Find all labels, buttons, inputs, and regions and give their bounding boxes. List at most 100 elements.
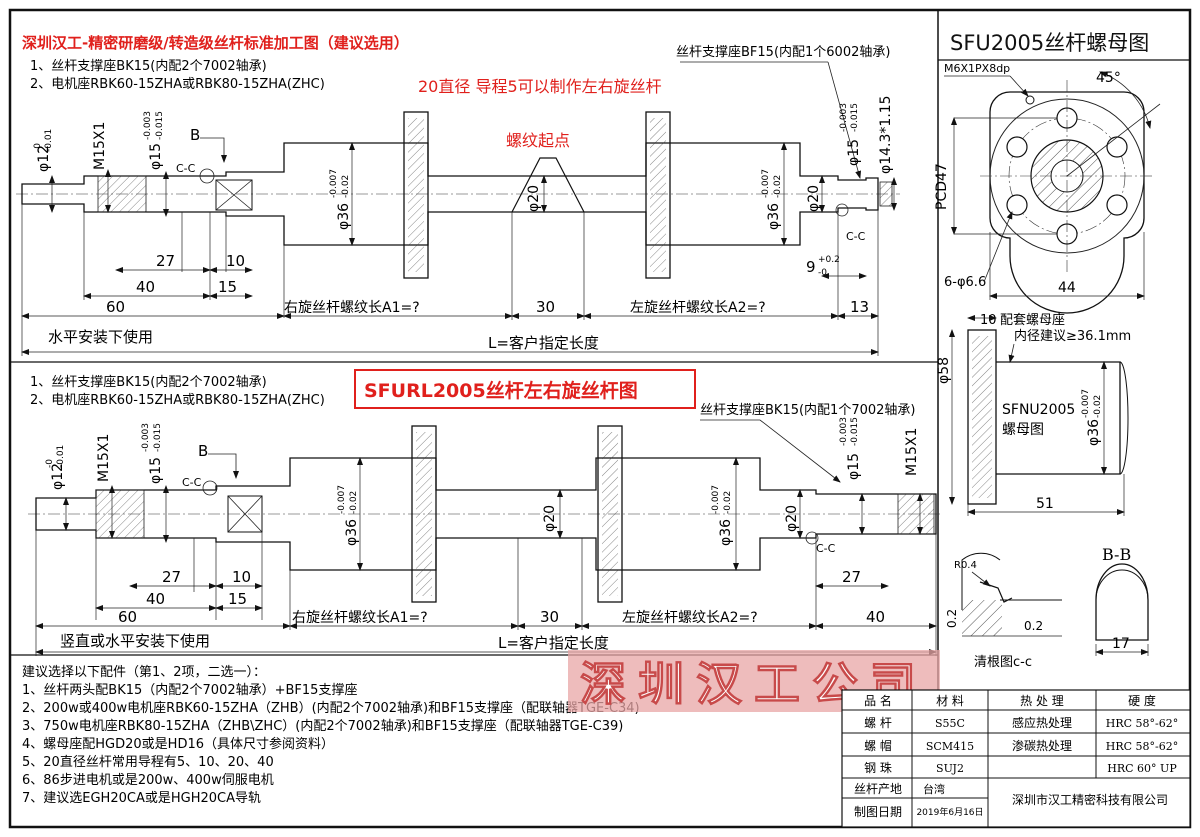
top-l10: 10 — [226, 252, 245, 270]
svg-text:-0.007: -0.007 — [1081, 389, 1091, 418]
detail-cc: R0.4 0.2 0.2 清根图c-c — [945, 552, 1062, 670]
top-l30: 30 — [536, 298, 555, 316]
recommend-item-4: 4、螺母座配HGD20或是HD16（具体尺寸参阅资料） — [22, 736, 334, 752]
svg-text:-0.015: -0.015 — [155, 111, 165, 140]
detail-cc-radius: R0.4 — [954, 560, 977, 571]
top-m15: M15X1 — [92, 122, 108, 170]
top-install-note: 水平安装下使用 — [48, 328, 153, 346]
table-header-material: 材 料 — [936, 694, 964, 708]
svg-text:-0.02: -0.02 — [349, 491, 359, 514]
bottom-l40: 40 — [146, 590, 165, 608]
table-r1-name: 螺 杆 — [864, 716, 892, 730]
table-r1-hardness: HRC 58°-62° — [1106, 717, 1179, 730]
header-title: 深圳汉工-精密研磨级/转造级丝杆标准加工图（建议选用） — [22, 34, 409, 52]
bottom-d20-mid: φ20 — [542, 505, 558, 532]
svg-text:-0.02: -0.02 — [1093, 395, 1103, 418]
top-l60: 60 — [106, 298, 125, 316]
top-d20-right: φ20 — [806, 185, 822, 212]
recommend-heading: 建议选择以下配件（第1、2项，二选一）： — [22, 665, 266, 680]
table-r1-heat: 感应热处理 — [1012, 715, 1072, 730]
svg-text:-0.01: -0.01 — [44, 129, 54, 152]
svg-text:-0: -0 — [33, 143, 43, 152]
recommend-item-2: 2、200w或400w电机座RBK60-15ZHA（ZHB）(内配2个7002轴… — [22, 700, 640, 716]
nut-holes: 6-φ6.6 — [944, 275, 986, 290]
top-d14: φ14.3*1.15 — [878, 95, 894, 174]
table-header-name: 品 名 — [864, 693, 892, 708]
top-total-length: L=客户指定长度 — [488, 334, 599, 352]
bottom-note-2: 2、电机座RBK60-15ZHA或RBK80-15ZHA(ZHC) — [30, 393, 325, 408]
recommend-item-6: 6、86步进电机或是200w、400w伺服电机 — [22, 773, 274, 788]
top-d36: φ36 — [336, 203, 352, 230]
svg-text:-0.015: -0.015 — [850, 103, 860, 132]
bottom-d15-right: φ15 — [846, 453, 862, 480]
bottom-total-length: L=客户指定长度 — [498, 634, 609, 652]
top-red-note: 20直径 导程5可以制作左右旋丝杆 — [418, 77, 662, 96]
detail-bb-width: 17 — [1112, 636, 1130, 652]
detail-bb-title: B-B — [1102, 545, 1131, 564]
nut-side-length: 51 — [1036, 496, 1054, 512]
svg-text:-0.02: -0.02 — [341, 175, 351, 198]
top-d12: φ12 — [36, 145, 52, 172]
svg-text:-0: -0 — [818, 268, 827, 278]
bottom-b-label: B — [198, 442, 208, 460]
bottom-m15: M15X1 — [96, 434, 112, 482]
banner-title: SFURL2005丝杆左右旋丝杆图 — [364, 379, 638, 402]
table-r3-material: SUJ2 — [936, 762, 964, 775]
recommendation-list: 建议选择以下配件（第1、2项，二选一）： 1、丝杆两头配BK15（内配2个700… — [22, 665, 640, 806]
top-l13: 13 — [850, 298, 869, 316]
top-d36-right: φ36 — [766, 203, 782, 230]
top-a1: 右旋丝杆螺纹长A1=? — [284, 300, 420, 316]
bottom-d15: φ15 — [148, 457, 164, 484]
bottom-l60: 60 — [118, 608, 137, 626]
svg-text:-0.015: -0.015 — [850, 417, 860, 446]
top-d15-right: φ15 — [846, 139, 862, 166]
recommend-item-7: 7、建议选EGH20CA或是HGH20CA导轨 — [22, 791, 261, 806]
nut-width: 44 — [1058, 280, 1076, 296]
top-l40: 40 — [136, 278, 155, 296]
top-d20-mid: φ20 — [526, 185, 542, 212]
svg-text:-0.02: -0.02 — [773, 175, 783, 198]
nut-seat-note-2: 内径建议≥36.1mm — [1014, 328, 1131, 344]
bottom-d12: φ12 — [50, 463, 66, 490]
svg-text:-0.007: -0.007 — [337, 485, 347, 514]
detail-bb: B-B 17 — [1095, 545, 1149, 656]
table-header-heat: 热 处 理 — [1020, 694, 1064, 708]
svg-text:-0.003: -0.003 — [839, 103, 849, 132]
bottom-l15: 15 — [228, 590, 247, 608]
table-r2-heat: 渗碳热处理 — [1012, 738, 1072, 753]
bottom-l30: 30 — [540, 608, 559, 626]
bottom-a1: 右旋丝杆螺纹长A1=? — [292, 610, 428, 626]
recommend-item-1: 1、丝杆两头配BK15（内配2个7002轴承）+BF15支撑座 — [22, 682, 357, 698]
nut-side-d36: φ36 — [1086, 419, 1102, 446]
nut-side-view: 10 配套螺母座 内径建议≥36.1mm φ58 SFNU2005 螺母图 φ3… — [936, 312, 1131, 516]
bottom-l10: 10 — [232, 568, 251, 586]
bottom-l27-right: 27 — [842, 568, 861, 586]
svg-text:-0.003: -0.003 — [141, 423, 151, 452]
top-l27: 27 — [156, 252, 175, 270]
bottom-m15-right: M15X1 — [904, 428, 920, 476]
table-date-value: 2019年6月16日 — [916, 806, 983, 818]
recommend-item-5: 5、20直径丝杆常用导程有5、10、20、40 — [22, 755, 274, 770]
nut-pcd: PCD47 — [934, 163, 950, 210]
top-b-label: B — [190, 126, 200, 144]
svg-text:-0.007: -0.007 — [329, 169, 339, 198]
bottom-cc-left: C-C — [182, 476, 202, 489]
top-cc-right: C-C — [846, 230, 866, 243]
table-origin-label: 丝杆产地 — [854, 782, 902, 796]
table-r3-hardness: HRC 60° UP — [1107, 762, 1177, 775]
bottom-d20-right: φ20 — [784, 505, 800, 532]
banner-box — [354, 369, 696, 409]
nut-drawing-title: SFU2005丝杆螺母图 — [950, 31, 1149, 55]
top-screw-drawing: 1、丝杆支撑座BK15(内配2个7002轴承) 2、电机座RBK60-15ZHA… — [16, 44, 900, 356]
bottom-a2: 左旋丝杆螺纹长A2=? — [622, 610, 758, 626]
bottom-d36-right: φ36 — [718, 519, 734, 546]
svg-text:-0.02: -0.02 — [723, 491, 733, 514]
table-r2-name: 螺 帽 — [864, 738, 892, 753]
svg-text:-0.007: -0.007 — [761, 169, 771, 198]
nut-side-d58: φ58 — [936, 357, 952, 384]
bottom-screw-drawing: 1、丝杆支撑座BK15(内配2个7002轴承) 2、电机座RBK60-15ZHA… — [28, 374, 940, 656]
nut-front-view: M6X1PX8dp 45° PCD47 6-φ6.6 44 — [934, 62, 1161, 314]
svg-text:-0.01: -0.01 — [56, 445, 66, 468]
sheet-border — [8, 8, 1192, 829]
